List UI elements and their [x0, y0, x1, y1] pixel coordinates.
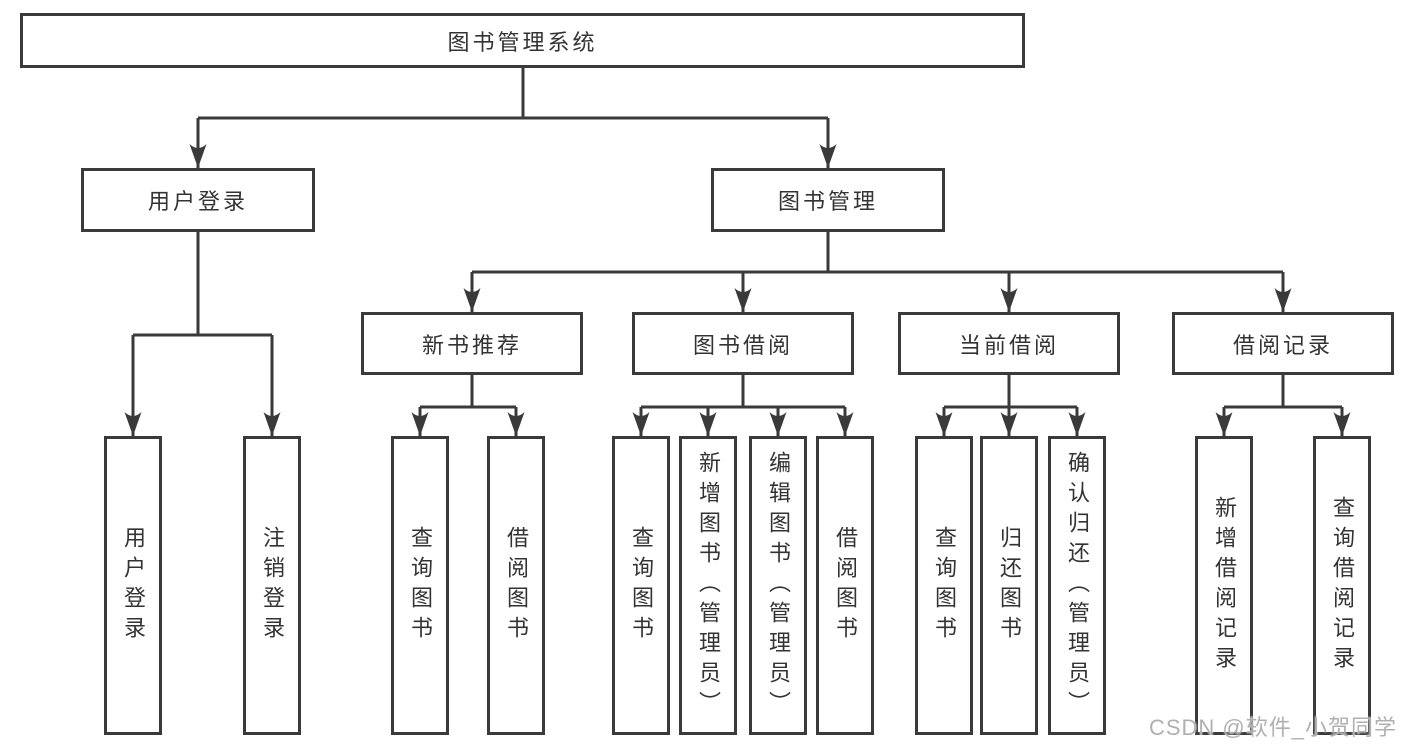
- node-label: 新增借阅记录: [1212, 495, 1237, 676]
- node-library-management-system: 图书管理系统: [20, 13, 1025, 68]
- node-label: 新书推荐: [421, 332, 522, 358]
- leaf-logout: 注销登录: [243, 436, 301, 735]
- node-label: 注销登录: [260, 525, 285, 646]
- node-label: 归还图书: [997, 525, 1022, 646]
- node-label: 借阅图书: [504, 525, 529, 646]
- node-label: 新增图书（管理员）: [696, 450, 721, 721]
- node-label: 借阅记录: [1232, 332, 1333, 358]
- leaf-add-book-admin: 新增图书（管理员）: [679, 436, 737, 735]
- node-borrow-records: 借阅记录: [1172, 312, 1394, 375]
- csdn-watermark: CSDN @软件_小贺同学: [1148, 715, 1397, 740]
- leaf-borrow-books: 借阅图书: [816, 436, 874, 735]
- node-label: 借阅图书: [833, 525, 858, 646]
- leaf-confirm-return-admin: 确认归还（管理员）: [1048, 436, 1106, 735]
- leaf-add-borrow-record: 新增借阅记录: [1195, 436, 1253, 735]
- leaf-edit-book-admin: 编辑图书（管理员）: [749, 436, 807, 735]
- node-book-management: 图书管理: [711, 168, 945, 232]
- leaf-return-books: 归还图书: [980, 436, 1038, 735]
- node-label: 编辑图书（管理员）: [766, 450, 791, 721]
- node-label: 图书借阅: [692, 332, 793, 358]
- node-user-login: 用户登录: [81, 168, 315, 232]
- node-current-borrow: 当前借阅: [898, 312, 1120, 375]
- node-label: 查询图书: [932, 525, 957, 646]
- node-label: 用户登录: [147, 189, 248, 214]
- node-label: 查询借阅记录: [1330, 495, 1355, 676]
- node-label: 查询图书: [408, 525, 433, 646]
- connector-lines: [124, 68, 1351, 436]
- leaf-query-books-current: 查询图书: [915, 436, 973, 735]
- leaf-query-books-recommend: 查询图书: [391, 436, 449, 735]
- node-book-borrow: 图书借阅: [632, 312, 854, 375]
- leaf-query-books-borrow: 查询图书: [612, 436, 670, 735]
- node-label: 用户登录: [121, 525, 146, 646]
- leaf-query-borrow-record: 查询借阅记录: [1313, 436, 1371, 735]
- node-new-book-recommend: 新书推荐: [361, 312, 583, 375]
- node-label: 当前借阅: [958, 332, 1059, 358]
- node-label: 图书管理: [777, 189, 878, 214]
- leaf-user-login: 用户登录: [104, 436, 162, 735]
- node-label: 确认归还（管理员）: [1065, 450, 1090, 721]
- node-label: 查询图书: [629, 525, 654, 646]
- leaf-borrow-books-recommend: 借阅图书: [487, 436, 545, 735]
- node-label: 图书管理系统: [447, 29, 598, 55]
